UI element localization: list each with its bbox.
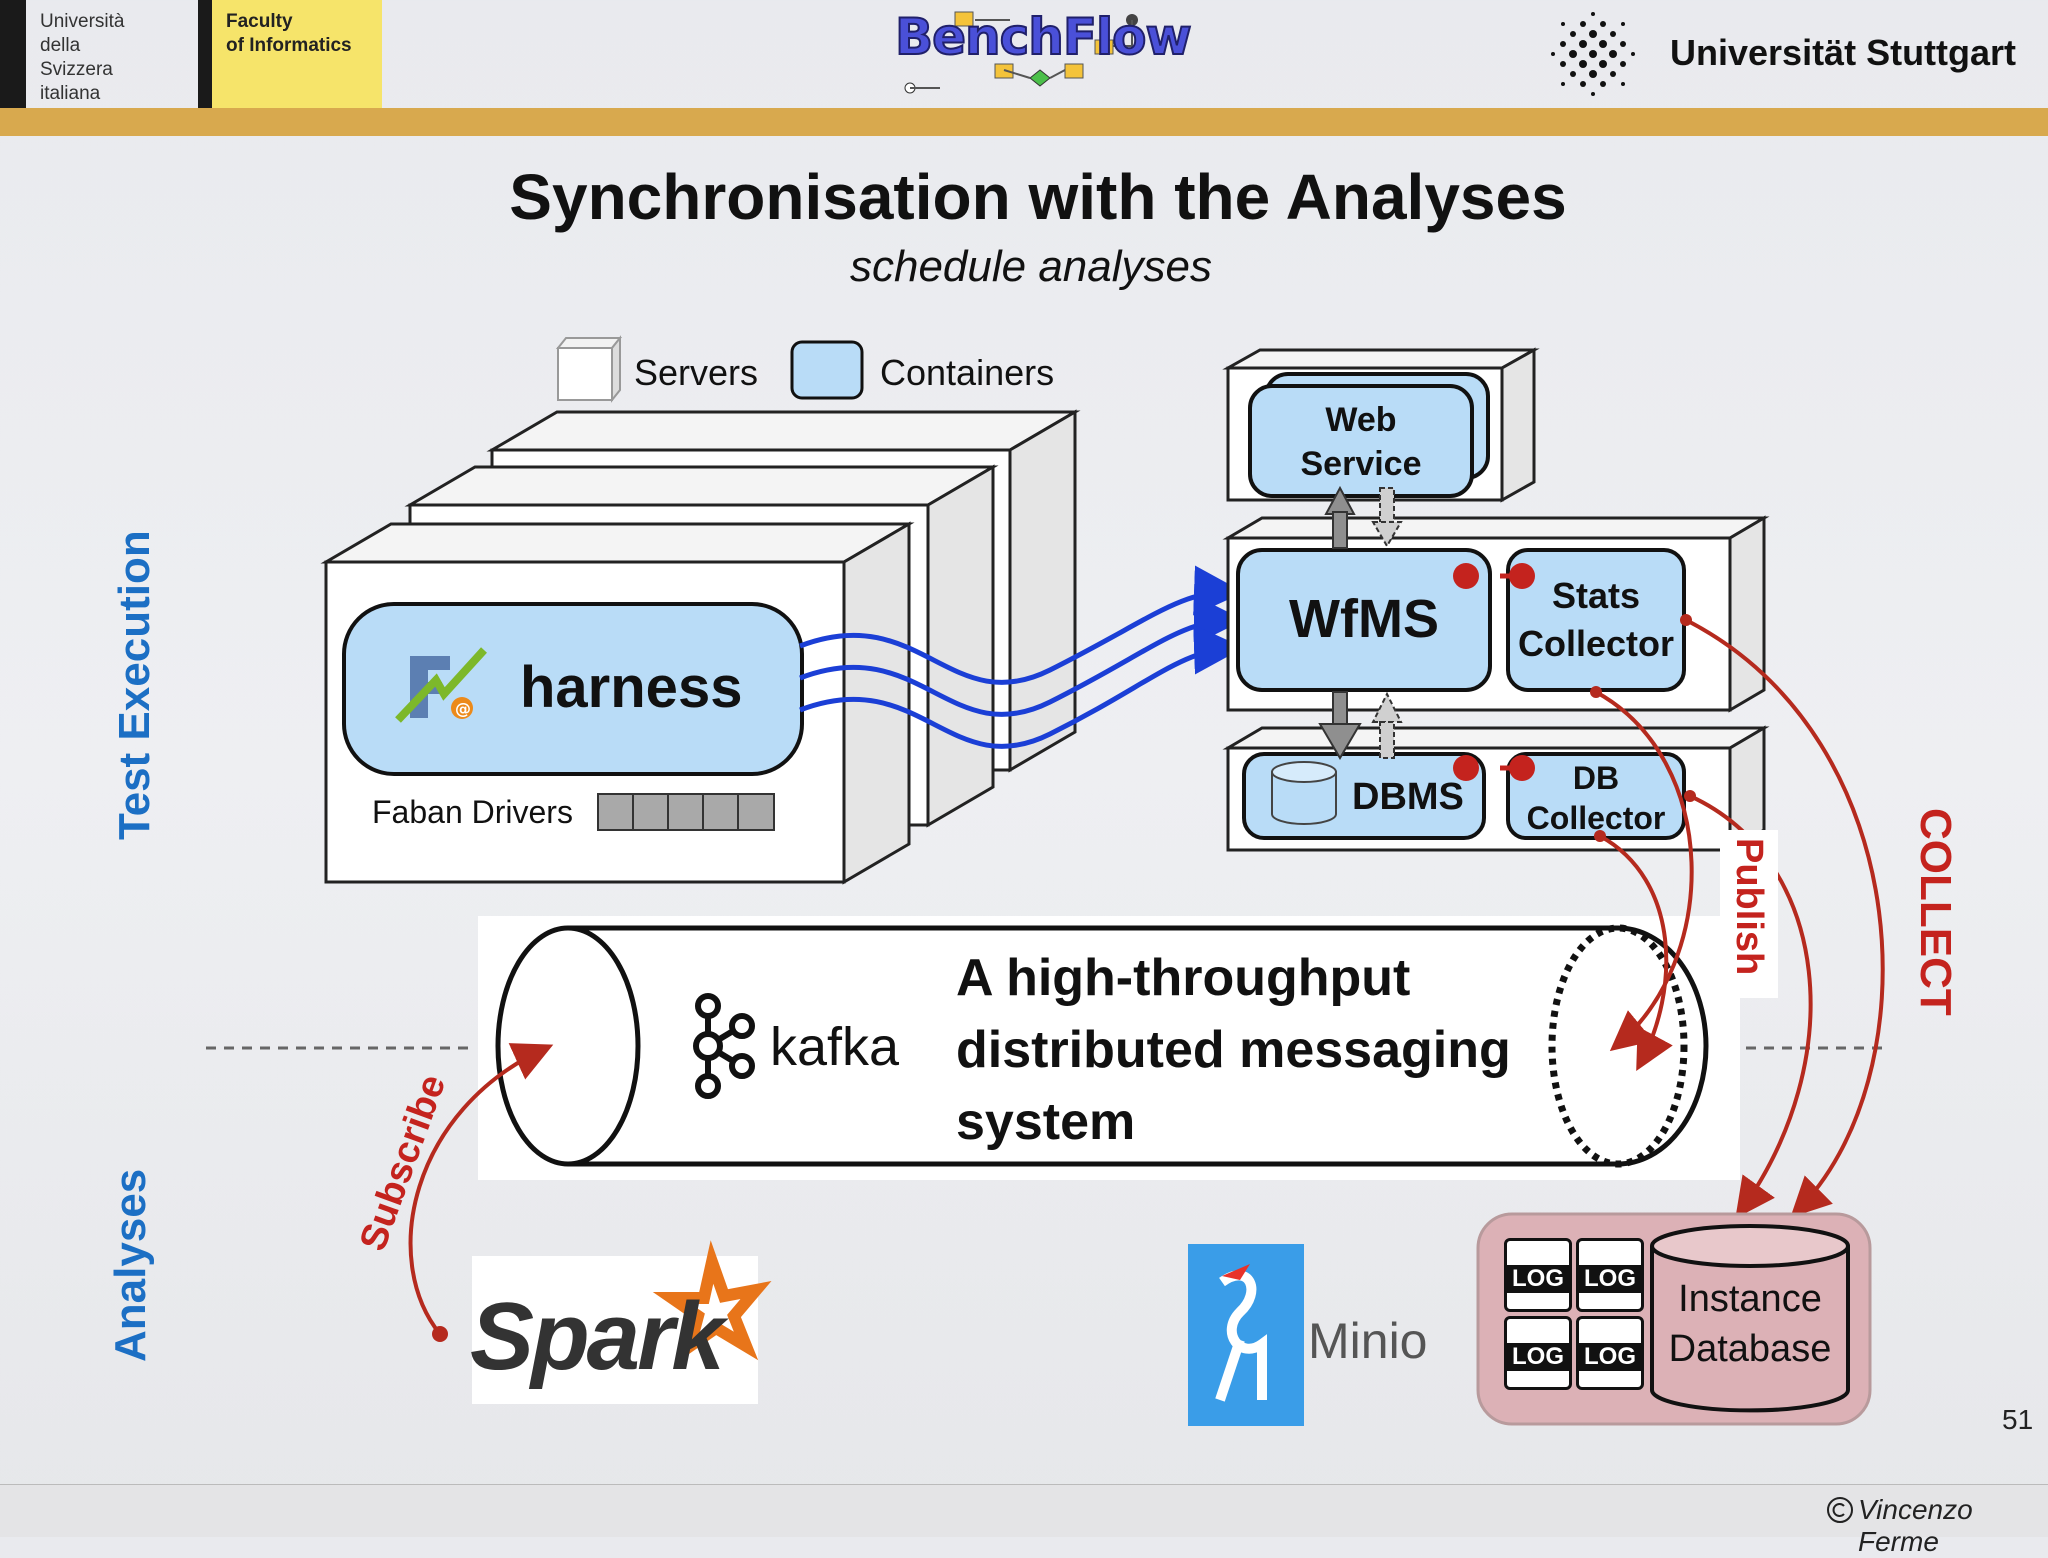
faculty-line: Faculty [226,11,293,32]
collect-label: COLLECT [1911,808,1960,1016]
kafka-desc-line: system [956,1093,1136,1151]
db-collector-line: Collector [1526,800,1666,836]
harness-label: harness [520,655,743,720]
log-badge: LOG [1579,1343,1641,1371]
stuttgart-logo-icon [1551,12,1635,96]
wfms-label: WfMS [1289,589,1439,649]
benchflow-logo-text: BenchFlow [894,7,1193,67]
spark-star-icon [652,1240,772,1361]
web-service-container [1248,384,1474,498]
log-file-icon: LOG [1504,1238,1572,1312]
usi-logo-text: Università della Svizzera italiana [40,10,124,106]
publish-label-bg [1720,830,1778,998]
faculty-text: Faculty of Informatics [226,10,352,58]
publish-label: Publish [1728,838,1770,976]
stats-collector-line: Collector [1517,623,1675,664]
wfms-dbms-arrows [1318,691,1403,760]
log-badge: LOG [1507,1343,1569,1371]
instance-db-line: Instance [1678,1278,1822,1320]
spark-logo-text: Spark [470,1283,725,1390]
db-collector-line: DB [1572,760,1620,796]
harness-to-wfms-arrows [799,565,1244,749]
usi-line: italiana [40,83,101,104]
instance-db-line: Database [1668,1328,1832,1370]
web-service-line: Web [1325,401,1397,439]
legend-container-swatch [790,340,864,400]
benchflow-logo-graphic [904,11,1138,94]
page-number: 51 [2002,1404,2034,1435]
publish-arrows [1595,690,1694,1072]
wfms-container [1236,548,1492,692]
usi-line: della [40,35,81,56]
collector-probes [1453,563,1535,781]
stats-collector-line: Stats [1551,575,1641,616]
header-gold-bar [0,108,2048,136]
creative-commons-icon [1827,1497,1853,1523]
legend-servers-label: Servers [634,352,759,393]
instance-database-label: Instance Database [1652,1274,1848,1374]
database-icon [1271,761,1337,825]
db-collect-dot [1684,790,1696,802]
analyses-label: Analyses [106,1168,155,1362]
faculty-bar [198,0,212,108]
slide-title: Synchronisation with the Analyses [509,161,1567,233]
minio-bird-icon [1215,1270,1267,1402]
kafka-description: A high-throughput distributed messaging … [956,942,1511,1158]
stats-collect-dot [1680,614,1692,626]
kafka-name: kafka [770,1017,900,1077]
faban-drivers-bar [597,793,775,831]
kafka-icon [693,993,755,1099]
log-file-icon: LOG [1576,1238,1644,1312]
kafka-desc-line: distributed messaging [956,1021,1511,1079]
author-name: Vincenzo Ferme [1858,1494,1973,1557]
webservice-wfms-arrows [1324,485,1403,549]
usi-logo-bar [0,0,26,108]
kafka-desc-line: A high-throughput [956,949,1411,1007]
dbms-label: DBMS [1352,776,1464,818]
db-publish-dot [1594,830,1606,842]
svg-text:@: @ [455,699,471,718]
faculty-line: of Informatics [226,35,352,56]
faban-drivers-label: Faban Drivers [372,794,573,830]
web-service-line: Service [1300,445,1422,483]
web-service-label: Web Service [1250,398,1472,486]
log-file-icon: LOG [1576,1316,1644,1390]
faban-icon: @ [395,647,487,723]
faculty-box [212,0,382,108]
footer-bar [0,1484,2048,1537]
stats-collector-label: Stats Collector [1508,572,1684,668]
log-file-icon: LOG [1504,1316,1572,1390]
stuttgart-name: Universität Stuttgart [1670,32,2017,73]
harness-container [342,602,804,776]
db-collector-label: DB Collector [1508,758,1684,838]
test-execution-label: Test Execution [110,530,159,840]
spark-subscribe-dot [432,1326,448,1342]
slide-subtitle: schedule analyses [849,242,1212,291]
subscribe-arrow [408,1043,554,1336]
minio-logo-text: Minio [1308,1313,1428,1369]
usi-line: Svizzera [40,59,113,80]
minio-beak-icon [1222,1264,1250,1280]
legend-server-swatch [555,335,623,403]
instance-database-cylinder [1650,1224,1850,1413]
minio-logo-icon [1188,1244,1304,1426]
log-badge: LOG [1579,1265,1641,1293]
log-badge: LOG [1507,1265,1569,1293]
stats-publish-dot [1590,686,1602,698]
legend-containers-label: Containers [880,352,1055,393]
usi-line: Università [40,11,125,32]
kafka-cylinder [495,924,1709,1168]
